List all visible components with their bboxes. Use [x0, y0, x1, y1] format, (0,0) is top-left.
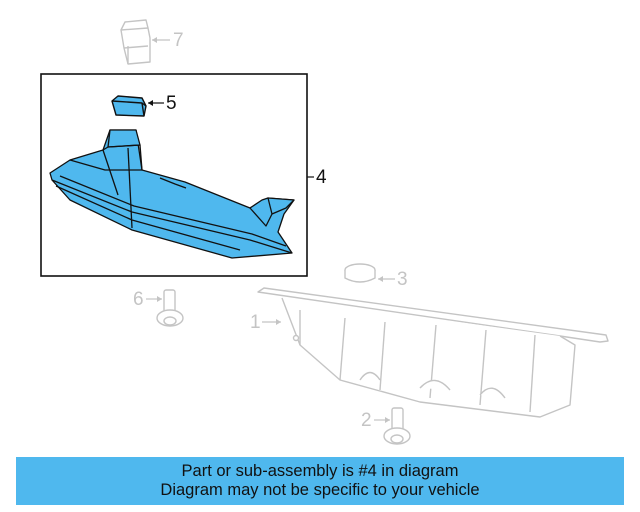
- part-7-clip[interactable]: [120, 19, 151, 65]
- part-3-plug[interactable]: [344, 263, 376, 283]
- callout-1: 1: [250, 312, 281, 333]
- callout-6: 6: [133, 289, 162, 310]
- callout-4: 4: [307, 167, 327, 188]
- assembly-4-frame: [40, 73, 308, 277]
- callout-5-label: 5: [166, 93, 177, 114]
- part-2-bolt[interactable]: [383, 407, 411, 445]
- callout-4-label: 4: [316, 167, 327, 188]
- banner-line-2: Diagram may not be specific to your vehi…: [160, 481, 480, 499]
- part-1-oil-pan[interactable]: [257, 287, 609, 418]
- callout-6-label: 6: [133, 289, 144, 310]
- callout-2-label: 2: [361, 410, 372, 431]
- callout-3-label: 3: [397, 269, 408, 290]
- callout-1-label: 1: [250, 312, 261, 333]
- parts-diagram: 7 4 5: [40, 19, 609, 445]
- callout-2: 2: [361, 410, 390, 431]
- info-banner: Part or sub-assembly is #4 in diagram Di…: [16, 457, 624, 505]
- part-6-bolt[interactable]: [156, 289, 184, 327]
- part-4-strainer-assembly[interactable]: [49, 129, 295, 259]
- callout-3: 3: [378, 269, 408, 290]
- banner-line-1: Part or sub-assembly is #4 in diagram: [181, 462, 459, 480]
- callout-7: 7: [152, 30, 184, 51]
- callout-7-label: 7: [173, 30, 184, 51]
- part-5-seal[interactable]: [111, 95, 147, 117]
- callout-5: 5: [148, 93, 177, 114]
